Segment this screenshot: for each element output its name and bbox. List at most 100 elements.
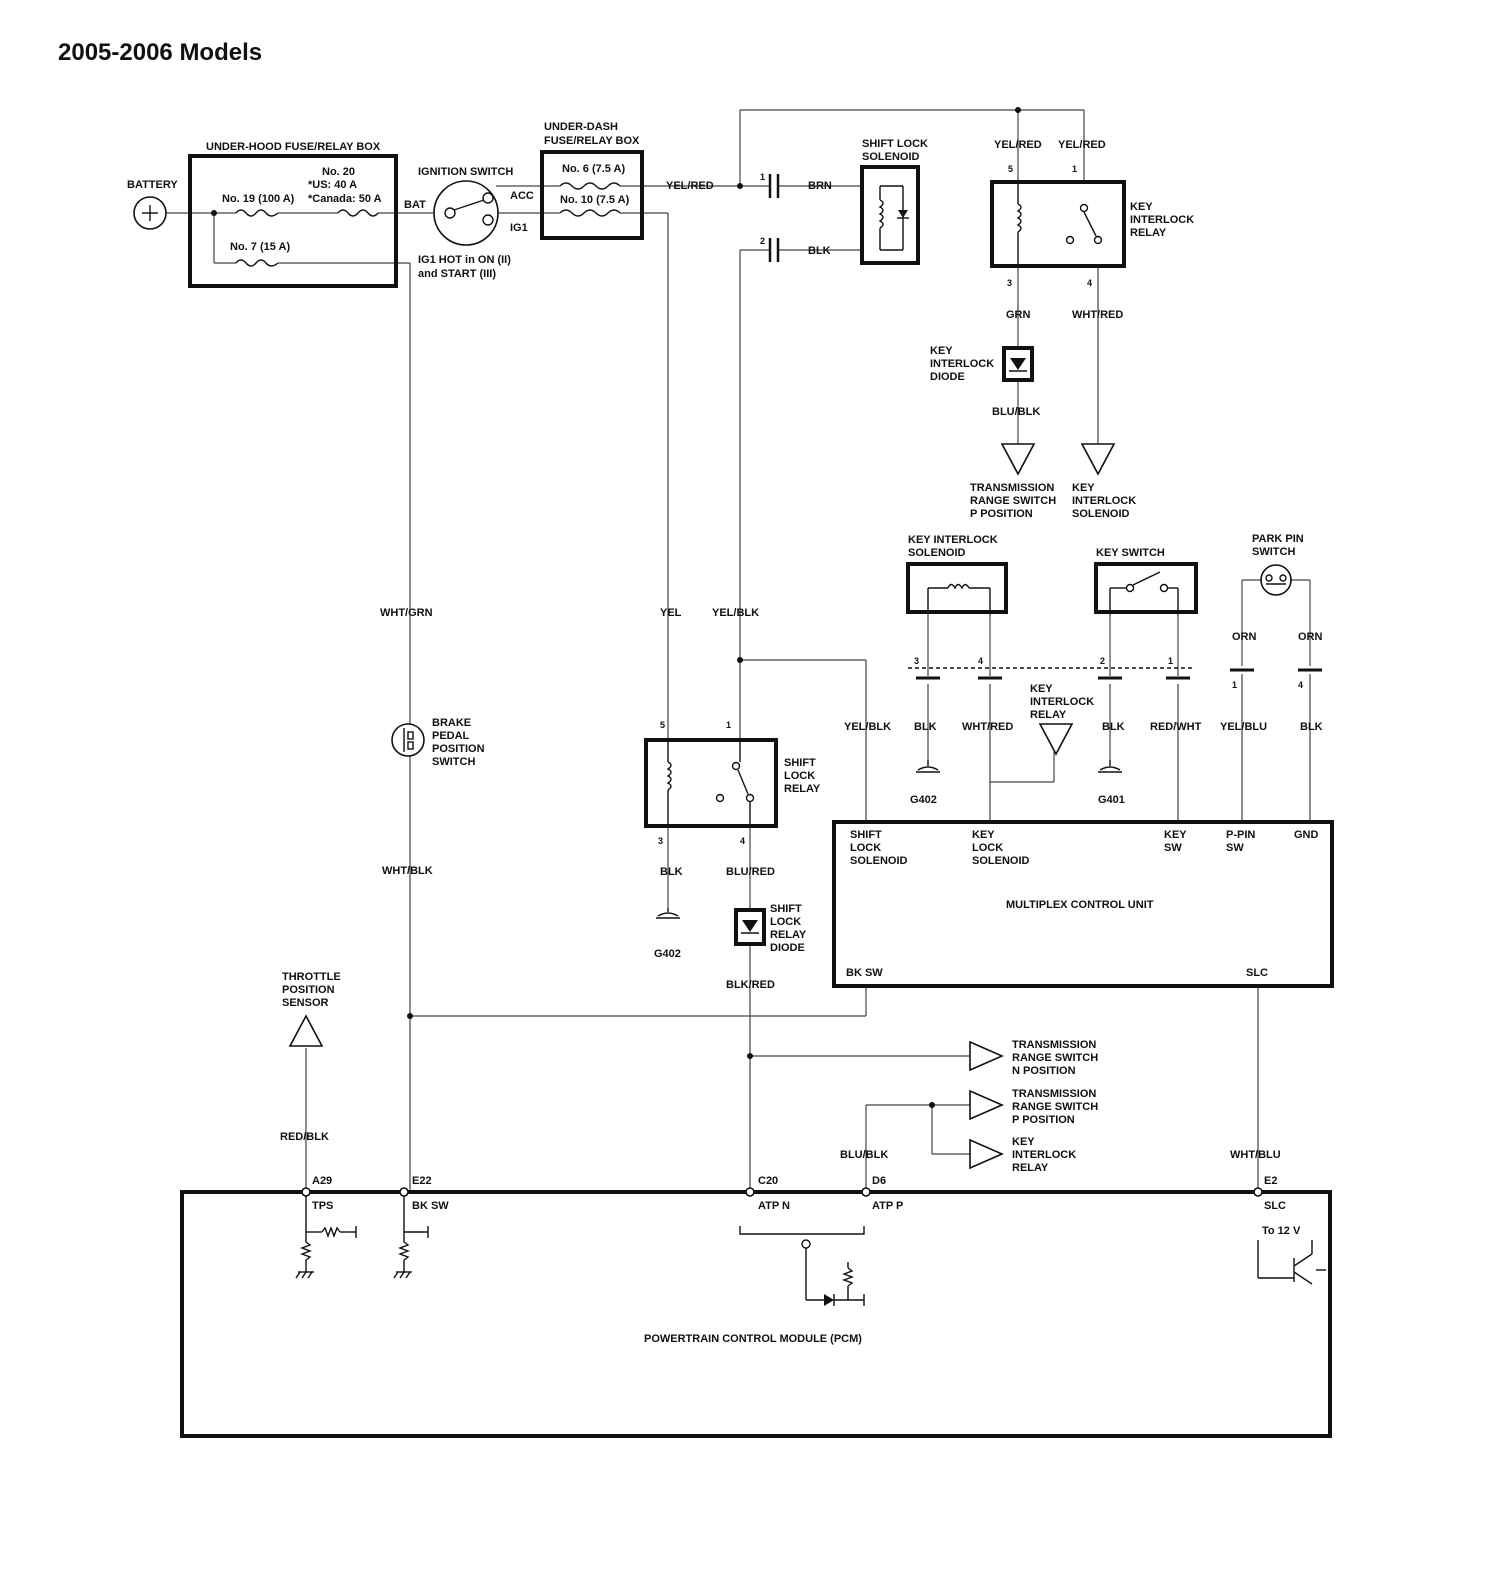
slr-contact-icon <box>731 761 741 771</box>
kis-pin-4: 4 <box>978 656 983 666</box>
ig1-label: IG1 <box>510 222 528 234</box>
bat-label: BAT <box>404 199 426 211</box>
kir-coil-icon <box>1016 203 1022 233</box>
mcu-kls-label-3: SOLENOID <box>972 855 1030 867</box>
ground-g402-label: G402 <box>910 794 937 806</box>
ref-triangle-trs-n <box>969 1040 1004 1072</box>
ks-pin-1: 1 <box>1168 656 1173 666</box>
ks-pin-2: 2 <box>1100 656 1105 666</box>
mcu-ppin-label-1: P-PIN <box>1226 829 1255 841</box>
mcu-keysw-label-1: KEY <box>1164 829 1187 841</box>
tps-label-3: SENSOR <box>282 997 329 1009</box>
pin-1: 1 <box>760 172 765 182</box>
key-interlock-solenoid-box <box>906 562 1008 614</box>
kir2-label-1: KEY <box>1012 1136 1035 1148</box>
acc-label: ACC <box>510 190 534 202</box>
pcm-pin-e22: E22 <box>412 1175 432 1187</box>
wire-yel: YEL <box>660 607 682 619</box>
ground-g402-b-icon <box>656 908 680 919</box>
pcm-pin-c20: C20 <box>758 1175 778 1187</box>
kid-label-2: INTERLOCK <box>930 358 994 370</box>
key-switch-contact-icon <box>1125 583 1135 593</box>
ref-triangle-tps <box>288 1014 324 1047</box>
ref-triangle-kir-mid <box>1038 723 1074 756</box>
wire-yel-red-5: YEL/RED <box>994 139 1042 151</box>
kis-box-label-1: KEY INTERLOCK <box>908 534 998 546</box>
wire-blk-g402: BLK <box>914 721 937 733</box>
pcm-to-12v: To 12 V <box>1262 1225 1301 1237</box>
multiplex-control-unit-box <box>832 820 1334 988</box>
brake-label-4: SWITCH <box>432 756 475 768</box>
mcu-bksw-label: BK SW <box>846 967 883 979</box>
slr-pin-4: 4 <box>740 836 745 846</box>
trs-p2-label-2: RANGE SWITCH <box>1012 1101 1098 1113</box>
shift-lock-solenoid-label-1: SHIFT LOCK <box>862 138 928 150</box>
park-pin-label-1: PARK PIN <box>1252 533 1304 545</box>
ground-g401-label: G401 <box>1098 794 1125 806</box>
fuse-20-canada-label: *Canada: 50 A <box>308 193 382 205</box>
mcu-sls-label-2: LOCK <box>850 842 881 854</box>
slr-diode-label-4: DIODE <box>770 942 805 954</box>
kir2-label-3: RELAY <box>1012 1162 1049 1174</box>
kis-coil-icon <box>947 583 970 590</box>
fuse-7-symbol <box>235 259 279 267</box>
mcu-keysw-label-2: SW <box>1164 842 1182 854</box>
pcm-title: POWERTRAIN CONTROL MODULE (PCM) <box>644 1333 862 1345</box>
ref-triangle-kir <box>969 1138 1004 1170</box>
kir-contact-icon <box>1079 203 1089 213</box>
key-interlock-diode-box <box>1002 346 1034 382</box>
kir-pin-5: 5 <box>1008 164 1013 174</box>
wire-blk-gnd: BLK <box>1300 721 1323 733</box>
tps-label-1: THROTTLE <box>282 971 341 983</box>
wire-brn: BRN <box>808 180 832 192</box>
mcu-slc-label: SLC <box>1246 967 1268 979</box>
wire-orn-2: ORN <box>1298 631 1323 643</box>
ground-g401-icon <box>1098 760 1122 773</box>
slr-diode-label-3: RELAY <box>770 929 807 941</box>
kir-ref-label-3: RELAY <box>1030 709 1067 721</box>
trs-p-label-2: RANGE SWITCH <box>970 495 1056 507</box>
pcm-pin-atpp: ATP P <box>872 1200 903 1212</box>
wire-wht-red-mcu: WHT/RED <box>962 721 1013 733</box>
wire-wht-grn: WHT/GRN <box>380 607 433 619</box>
junctions <box>211 107 1021 1108</box>
solenoid-connector-symbol <box>768 174 780 262</box>
kis-box-label-2: SOLENOID <box>908 547 966 559</box>
kis-pin-3: 3 <box>914 656 919 666</box>
trs-n-label-2: RANGE SWITCH <box>1012 1052 1098 1064</box>
fuse-6-symbol <box>559 182 621 190</box>
wires <box>166 109 1311 1192</box>
battery-label: BATTERY <box>127 179 178 191</box>
ref-triangle-trs-p-top <box>1000 443 1036 476</box>
kir-pin-1: 1 <box>1072 164 1077 174</box>
slr-diode-label-1: SHIFT <box>770 903 802 915</box>
pcm-terminal-dots <box>301 1187 1263 1197</box>
kir2-label-2: INTERLOCK <box>1012 1149 1076 1161</box>
wire-yel-red-1: YEL/RED <box>1058 139 1106 151</box>
ignition-switch-label: IGNITION SWITCH <box>418 166 513 178</box>
mcu-gnd-label: GND <box>1294 829 1319 841</box>
pcm-pin-tps: TPS <box>312 1200 333 1212</box>
kir-label-3: RELAY <box>1130 227 1167 239</box>
mcu-sls-label-1: SHIFT <box>850 829 882 841</box>
fuse-19-symbol <box>235 209 279 217</box>
ref-triangle-trs-p <box>969 1089 1004 1121</box>
wire-wht-red-kir: WHT/RED <box>1072 309 1123 321</box>
slr-label-1: SHIFT <box>784 757 816 769</box>
pcm-pin-d6: D6 <box>872 1175 886 1187</box>
slr-diode-label-2: LOCK <box>770 916 801 928</box>
mcu-kls-label-2: LOCK <box>972 842 1003 854</box>
shift-lock-relay-diode-icon <box>742 920 758 932</box>
wire-blk-red: BLK/RED <box>726 979 775 991</box>
park-pin-label-2: SWITCH <box>1252 546 1295 558</box>
ignition-switch-symbol <box>433 180 499 246</box>
key-switch-label: KEY SWITCH <box>1096 547 1165 559</box>
key-switch-box <box>1094 562 1198 614</box>
mcu-title: MULTIPLEX CONTROL UNIT <box>1006 899 1154 911</box>
fuse-7-label: No. 7 (15 A) <box>230 241 290 253</box>
wire-blk-solenoid: BLK <box>808 245 831 257</box>
pp-pin-1: 1 <box>1232 680 1237 690</box>
wire-orn-1: ORN <box>1232 631 1257 643</box>
slr-pin-1: 1 <box>726 720 731 730</box>
shift-lock-relay-diode-box <box>734 908 766 946</box>
